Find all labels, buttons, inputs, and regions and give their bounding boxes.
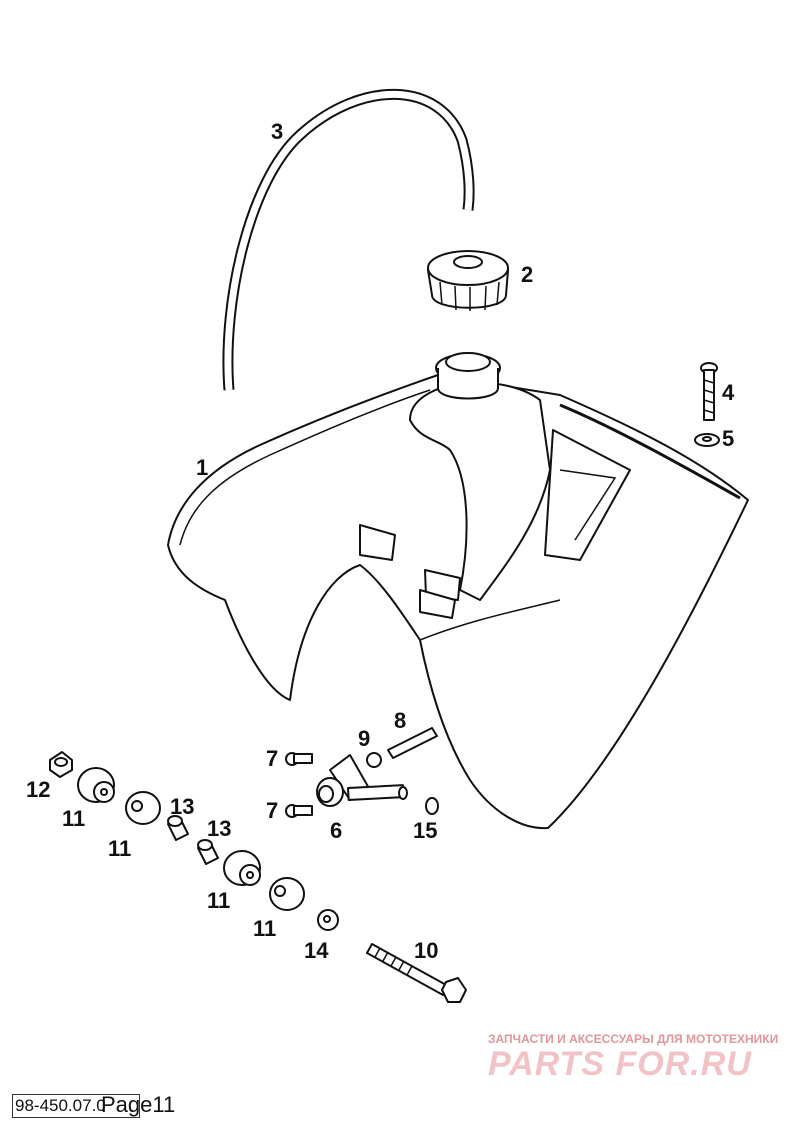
callout-11-d: 11: [253, 916, 276, 941]
bolt-10: [366, 943, 467, 1003]
callout-3: 3: [271, 119, 283, 144]
callout-13-b: 13: [207, 816, 231, 841]
callout-6: 6: [330, 818, 342, 843]
vent-hose: [222, 88, 475, 391]
washer-5: [694, 433, 720, 447]
grommet-11-b: [125, 791, 161, 825]
callout-11-c: 11: [207, 888, 230, 913]
nut-12: [49, 751, 73, 778]
tap-screw-upper: [285, 752, 313, 766]
watermark-logo: PARTS FOR.RU: [488, 1045, 752, 1083]
callout-7-upper: 7: [266, 746, 278, 771]
grommet-11-c: [223, 850, 261, 886]
callout-11-b: 11: [108, 836, 131, 861]
drawing-code: 98-450.07.0: [12, 1094, 140, 1118]
callout-15: 15: [413, 818, 437, 843]
callout-8: 8: [394, 708, 406, 733]
o-ring: [425, 797, 439, 815]
grommet-11-d: [269, 877, 305, 911]
bushing-13-b: [197, 839, 219, 865]
washer-14: [317, 909, 339, 931]
callout-4: 4: [722, 380, 735, 405]
tank-screw: [700, 362, 718, 421]
callout-1: 1: [196, 455, 208, 480]
page-number: Page11: [101, 1092, 176, 1117]
callout-7-lower: 7: [266, 798, 278, 823]
fuel-tank: [167, 352, 749, 830]
callout-12: 12: [26, 777, 50, 802]
callout-2: 2: [521, 262, 533, 287]
callout-13-a: 13: [170, 794, 194, 819]
grommet-11-a: [77, 767, 115, 803]
callout-11-a: 11: [62, 806, 85, 831]
fuel-tap: [316, 754, 408, 807]
callout-14: 14: [304, 938, 329, 963]
hose-clip: [366, 752, 382, 768]
callout-5: 5: [722, 426, 734, 451]
callout-10: 10: [414, 938, 438, 963]
watermark-tagline: ЗАПЧАСТИ И АКСЕССУАРЫ ДЛЯ МОТОТЕХНИКИ: [488, 1032, 779, 1046]
fuel-hose: [387, 727, 438, 759]
bushing-13-a: [167, 815, 189, 841]
callout-9: 9: [358, 726, 370, 751]
tap-screw-lower: [285, 804, 313, 818]
fuel-cap: [427, 250, 509, 311]
